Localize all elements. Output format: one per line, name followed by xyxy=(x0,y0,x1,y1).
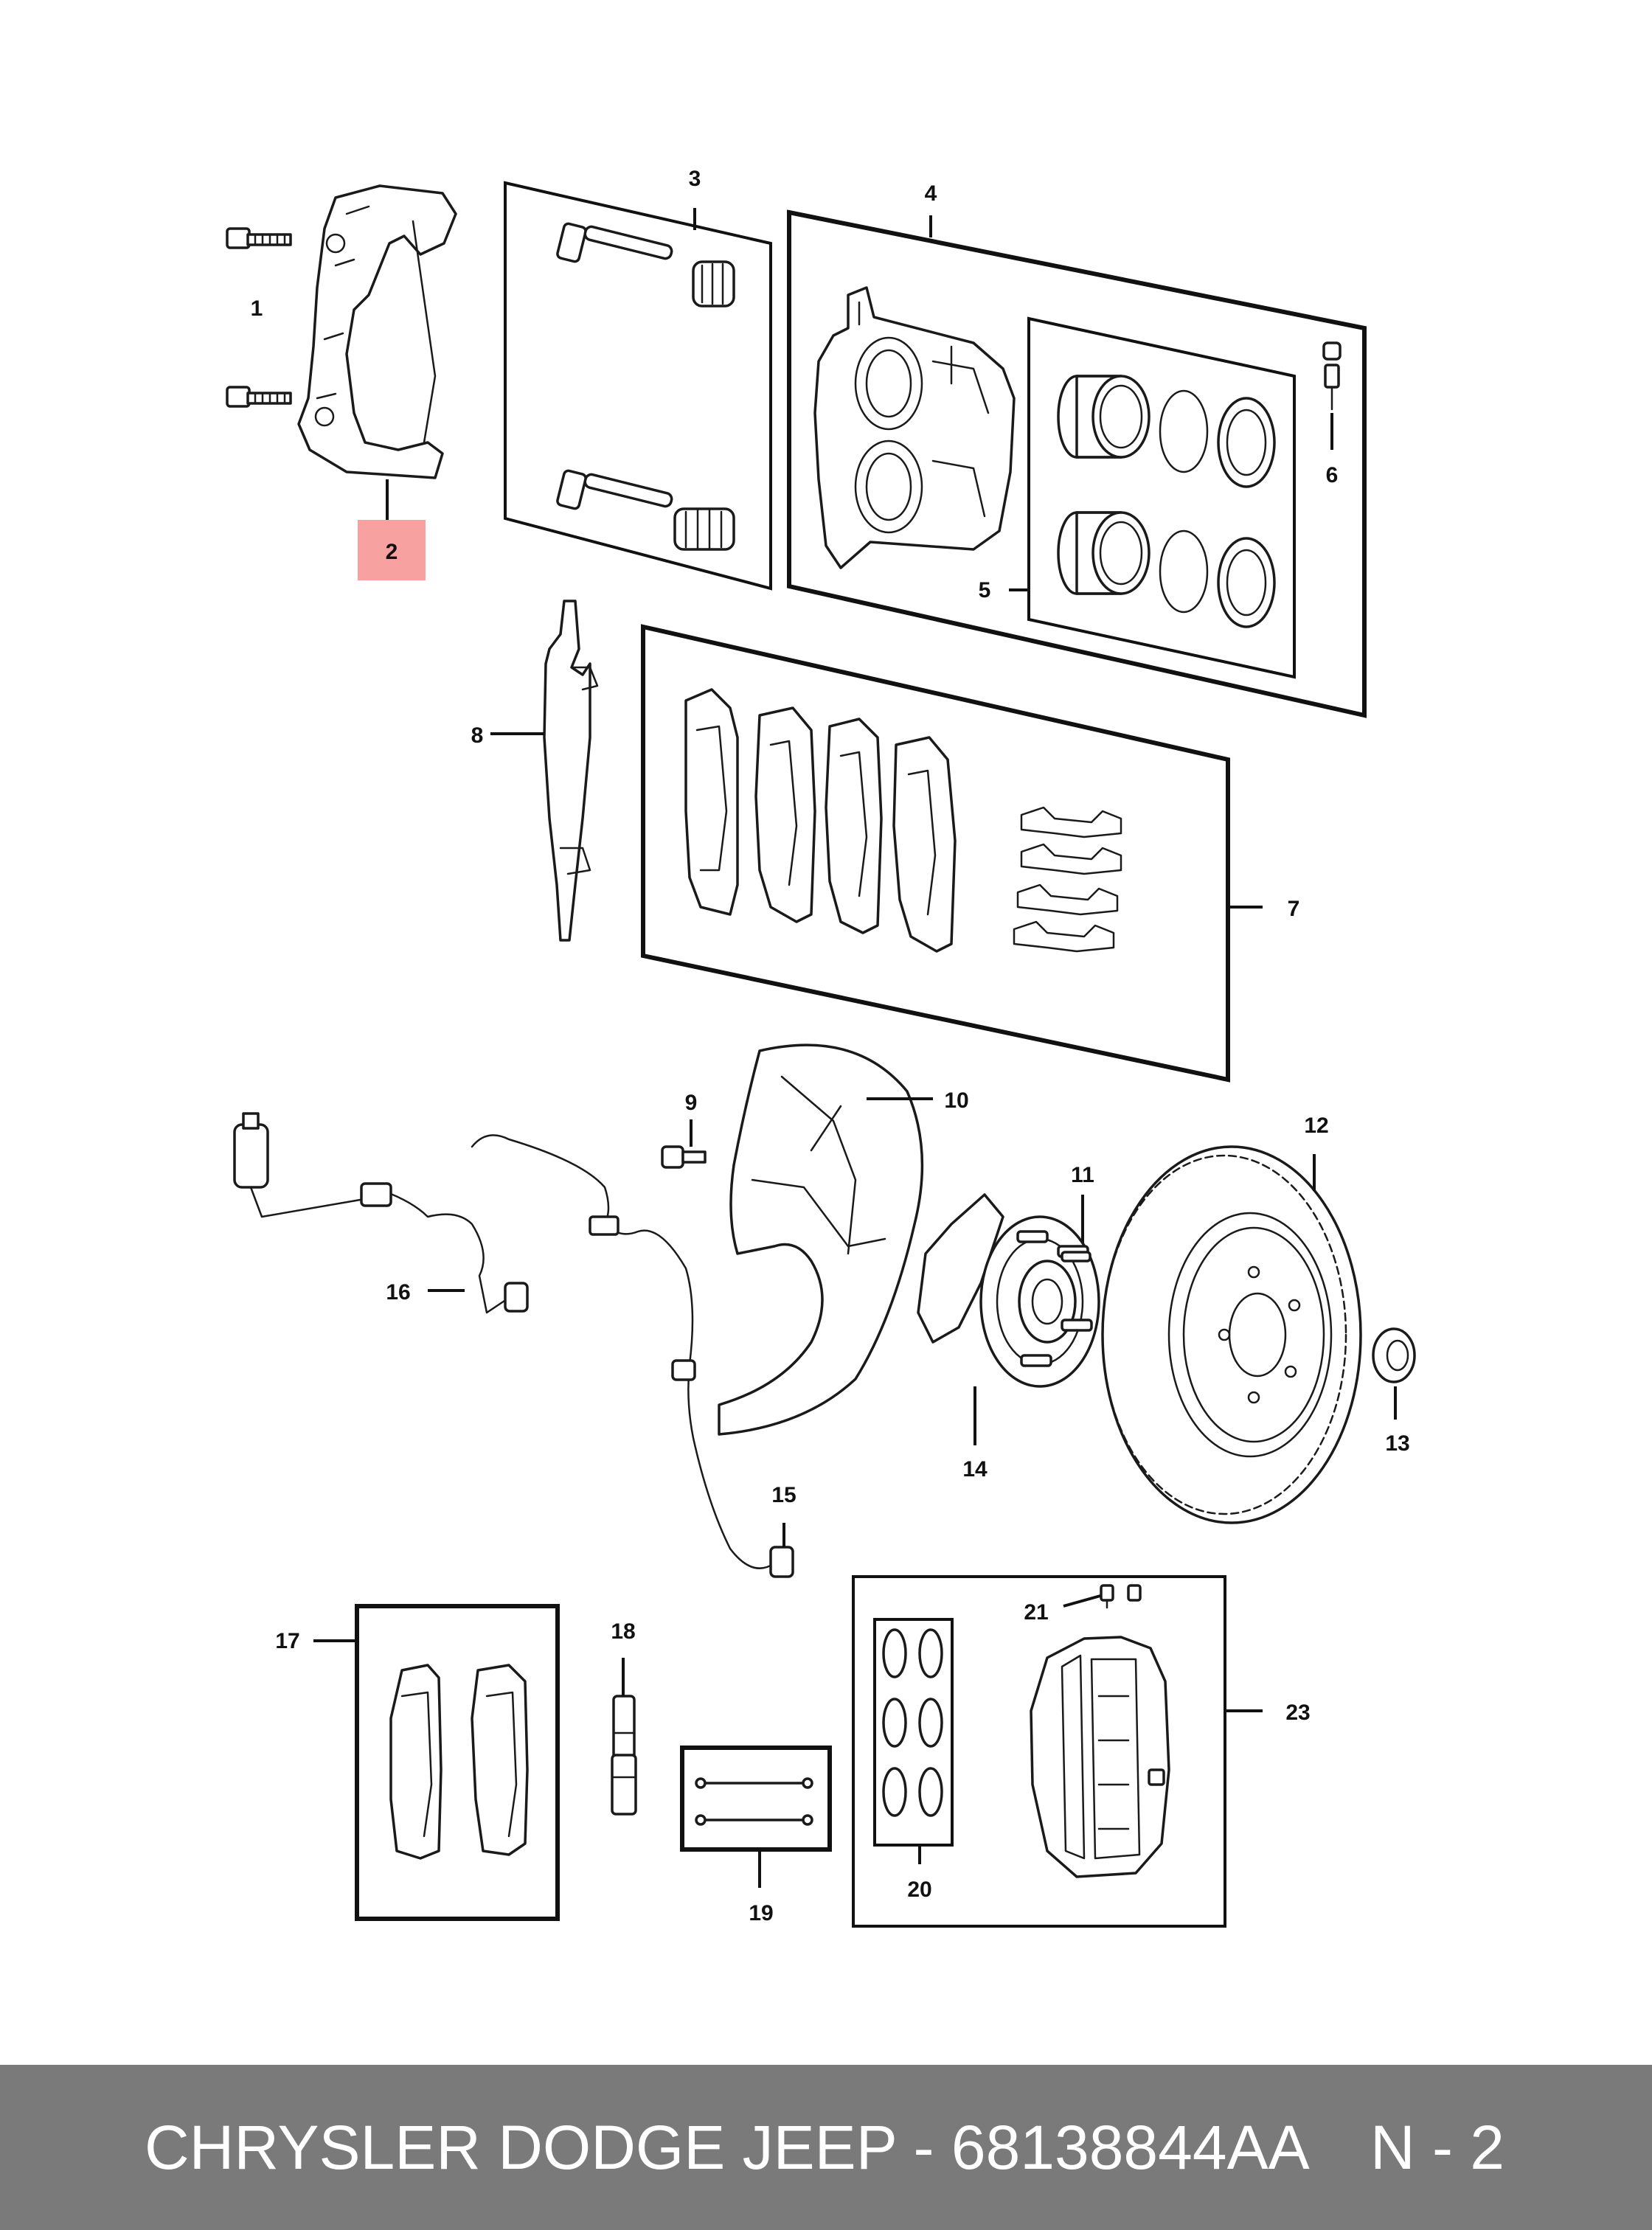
callout-11: 11 xyxy=(1071,1163,1094,1187)
part-18-wear-sensor[interactable] xyxy=(611,1695,637,1816)
part-13-hub-nut[interactable] xyxy=(1372,1327,1416,1383)
callout-7: 7 xyxy=(1288,897,1300,921)
part-7-pad-kit-frame xyxy=(641,624,1230,1083)
callout-18: 18 xyxy=(611,1619,635,1644)
callout-16: 16 xyxy=(386,1280,410,1305)
part-4-caliper-frame xyxy=(787,209,1367,718)
callout-6: 6 xyxy=(1326,463,1339,487)
part-15-wheel-speed-sensor[interactable] xyxy=(471,1134,794,1578)
leader-21 xyxy=(1063,1594,1101,1608)
part-2-caliper-anchor[interactable] xyxy=(297,184,457,479)
part-7-brake-pads[interactable] xyxy=(684,688,957,953)
part-5-pistons-seals[interactable] xyxy=(1057,375,1276,628)
part-7-pad-clips[interactable] xyxy=(1013,806,1122,953)
footer-bar: CHRYSLER DODGE JEEP - 68138844AA N - 2 xyxy=(0,2065,1652,2230)
part-10-splash-shield[interactable] xyxy=(718,1043,924,1436)
part-19-pad-pins[interactable] xyxy=(695,1777,813,1826)
part-6-bleeder[interactable] xyxy=(1322,341,1342,411)
part-3-guide-pins[interactable] xyxy=(556,222,735,551)
part-16-sensor-harness[interactable] xyxy=(233,1112,529,1314)
part-20-piston-frame xyxy=(873,1618,954,1847)
callout-8: 8 xyxy=(471,723,484,748)
part-3-guide-pin-frame xyxy=(504,181,772,591)
part-1-bolts[interactable] xyxy=(226,227,292,408)
callout-5: 5 xyxy=(979,578,991,602)
callout-20: 20 xyxy=(907,1878,931,1902)
callout-4: 4 xyxy=(925,181,937,206)
callout-15: 15 xyxy=(771,1483,796,1507)
callout-21: 21 xyxy=(1024,1600,1048,1625)
part-17-pad-set-frame xyxy=(355,1604,560,1921)
footer-part-label: CHRYSLER DODGE JEEP - 68138844AA xyxy=(145,2113,1310,2182)
part-5-piston-frame xyxy=(1027,316,1296,679)
part-20-pistons[interactable] xyxy=(882,1628,943,1817)
callout-23: 23 xyxy=(1285,1701,1310,1725)
part-9-shield-bolt[interactable] xyxy=(661,1145,707,1169)
part-4-caliper[interactable] xyxy=(813,286,1016,569)
callout-10: 10 xyxy=(944,1088,968,1113)
part-12-brake-rotor[interactable] xyxy=(1101,1145,1362,1524)
part-23-caliper-kit-frame xyxy=(852,1575,1226,1928)
footer-diagram-ref: N - 2 xyxy=(1370,2113,1504,2182)
callout-12: 12 xyxy=(1304,1114,1328,1138)
part-21-bleeders[interactable] xyxy=(1100,1584,1142,1609)
callout-17: 17 xyxy=(275,1629,299,1653)
part-8-abutment-shim[interactable] xyxy=(543,600,599,942)
part-23-fixed-caliper[interactable] xyxy=(1030,1636,1170,1878)
part-19-pin-frame xyxy=(680,1746,832,1852)
part-14-hub-bearing[interactable] xyxy=(917,1193,1100,1388)
exploded-parts-diagram: 1 2 3 4 5 xyxy=(226,167,1416,1928)
callout-14: 14 xyxy=(962,1457,988,1482)
callout-19: 19 xyxy=(749,1901,773,1925)
callout-3: 3 xyxy=(689,167,701,191)
callout-9: 9 xyxy=(685,1091,698,1115)
callout-13: 13 xyxy=(1385,1431,1409,1456)
part-17-pads[interactable] xyxy=(389,1664,529,1860)
callout-2: 2 xyxy=(386,540,398,564)
callout-1: 1 xyxy=(251,296,263,321)
highlight-box-2 xyxy=(358,520,426,580)
